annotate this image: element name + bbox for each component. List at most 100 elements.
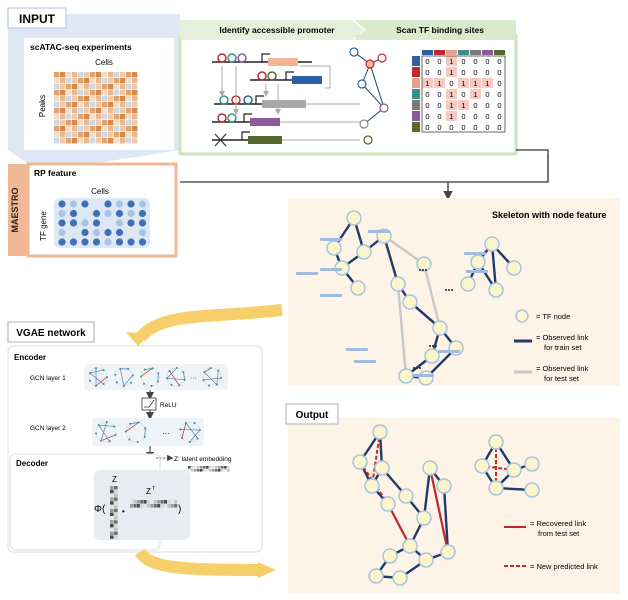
heatmap-cell [90, 78, 96, 84]
node-label-placeholder [368, 230, 390, 233]
heatmap-cell [120, 114, 126, 120]
heatmap-cell [60, 138, 66, 144]
heatmap-cell [84, 132, 90, 138]
rp-dot [138, 209, 147, 218]
tf-cell: 0 [437, 57, 441, 66]
heatmap-cell [90, 108, 96, 114]
tf-matrix-border [421, 55, 506, 133]
zt-cell [150, 504, 154, 508]
heatmap-cell [78, 78, 84, 84]
tf-cell: 0 [425, 68, 429, 77]
gcn-edge [216, 370, 219, 385]
heatmap-cell [66, 132, 72, 138]
zt-cell [147, 500, 150, 504]
tf-cell: 0 [461, 123, 465, 132]
graph-edge [422, 263, 442, 329]
tf-cell: 0 [497, 90, 501, 99]
tf-cell: 1 [449, 101, 453, 110]
gcn-ring [166, 367, 186, 387]
rp-dot [81, 228, 89, 237]
node-label-placeholder [412, 374, 434, 377]
z-cell [110, 486, 114, 490]
heatmap-cell [60, 114, 66, 120]
gcn-node [150, 384, 153, 387]
rp-dot [81, 209, 89, 218]
heatmap-cell [66, 120, 72, 126]
heatmap-cell [120, 72, 126, 78]
latent-cell [194, 466, 197, 469]
yellow-arrow-to-output [134, 548, 261, 576]
input-panel: INPUT scATAC-seq experiments Cells Peaks [7, 7, 180, 172]
z-cell [114, 505, 118, 509]
tf-row-swatch [412, 100, 420, 110]
zt-cell [136, 504, 140, 508]
heatmap-cell [96, 108, 102, 114]
gcn-node [209, 367, 212, 370]
heatmap-cell [54, 108, 60, 114]
heatmap-cell [96, 120, 102, 126]
heatmap-cell [108, 114, 114, 120]
promoter-title: Identify accessible promoter [219, 25, 335, 35]
tf-node [484, 236, 500, 252]
heatmap-cell [66, 90, 72, 96]
heatmap-cell [120, 108, 126, 114]
heatmap-cell [60, 126, 66, 132]
gcn-edge [123, 375, 134, 387]
gcn2-ellipsis: ··· [162, 429, 170, 438]
gcn1-graphs: ··· [88, 367, 222, 387]
latent-cell [200, 469, 203, 472]
tf-cell: 0 [437, 123, 441, 132]
heatmap-cell [102, 90, 108, 96]
tf-column-swatch [494, 50, 505, 55]
gcn-node [106, 376, 108, 378]
tf-node [416, 510, 432, 526]
heatmap-cell [108, 72, 114, 78]
rp-dot [115, 209, 124, 218]
heatmap-cell [120, 120, 126, 126]
tf-node [402, 294, 418, 310]
tf-row-swatch [412, 56, 420, 66]
heatmap-cell [90, 126, 96, 132]
scatac-cells-label: Cells [95, 58, 113, 67]
zt-cell [147, 504, 150, 508]
rp-cells-label: Cells [91, 187, 109, 196]
graph-edge [371, 431, 381, 487]
zt-label: Z [146, 487, 151, 496]
gcn-node [140, 375, 143, 378]
graph-edge [387, 503, 411, 547]
heatmap-cell [132, 90, 138, 96]
gcn-node [183, 378, 186, 381]
heatmap-cell [132, 114, 138, 120]
rp-dot [81, 200, 89, 208]
tf-cell: 0 [437, 90, 441, 99]
gcn-edge [119, 368, 125, 387]
gcn-edge [189, 429, 201, 443]
rp-dot [115, 200, 124, 208]
gcn-node [128, 438, 131, 441]
heatmap-cell [102, 108, 108, 114]
heatmap-cell [84, 102, 90, 108]
heatmap-cell [90, 114, 96, 120]
gcn-node [215, 383, 218, 386]
latent-cell [218, 469, 221, 472]
zt-cell [153, 504, 157, 508]
heatmap-cell [102, 138, 108, 144]
rp-dot [58, 200, 66, 208]
scan-title: Scan TF binding sites [396, 25, 484, 35]
zt-cell [153, 500, 157, 504]
heatmap-cell [78, 108, 84, 114]
heatmap-cell [78, 138, 84, 144]
heatmap-cell [54, 132, 60, 138]
gcn-node [88, 379, 91, 382]
gcn-node [156, 380, 159, 383]
tf-cell: 1 [461, 79, 465, 88]
tf-node [432, 320, 448, 336]
maestro-side-bar [8, 164, 28, 256]
tf-node [424, 348, 440, 364]
graph-edge [422, 467, 432, 519]
heatmap-cell [78, 96, 84, 102]
z-cell [114, 520, 118, 524]
heatmap-cell [66, 78, 72, 84]
heatmap-cell [78, 102, 84, 108]
gcn-edge [100, 421, 108, 441]
